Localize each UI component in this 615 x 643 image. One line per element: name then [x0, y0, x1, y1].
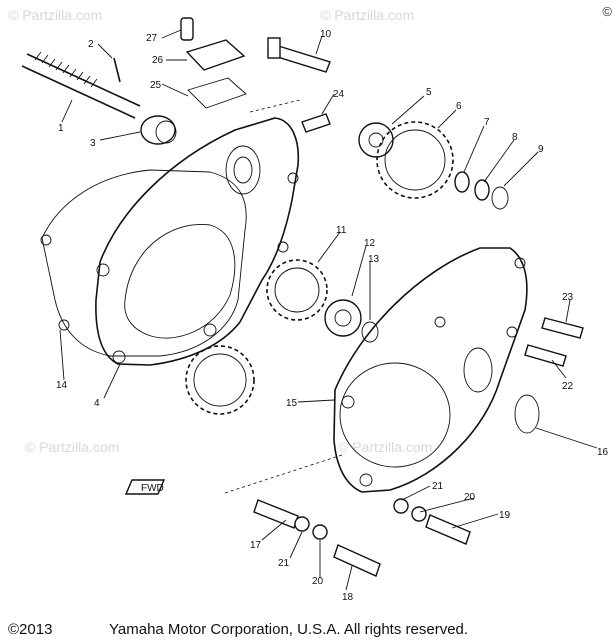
watermark-middle-right: © Partzilla.com [338, 439, 432, 455]
callout-25: 25 [150, 80, 162, 91]
callout-4: 4 [94, 398, 100, 409]
collar-face [155, 120, 177, 144]
callout-18: 18 [342, 592, 354, 603]
bolt-10-head [267, 37, 281, 59]
callout-26: 26 [152, 55, 164, 66]
bolt-22 [524, 344, 567, 367]
callout-17: 17 [250, 540, 262, 551]
corner-copyright-mark: © [602, 4, 612, 19]
callout-1: 1 [58, 123, 64, 134]
housing-boss-inner [233, 156, 253, 184]
callout-numbers: 1 2 3 4 5 6 7 8 9 10 11 12 13 14 15 16 1… [56, 29, 609, 603]
gear-lower-hub [193, 353, 247, 407]
cover-bolt-hole [434, 316, 446, 328]
worm-shaft [21, 53, 141, 119]
side-cover-boss [463, 347, 493, 393]
housing-bolt-hole [96, 263, 110, 277]
cover-bolt-hole [359, 473, 373, 487]
callout-15: 15 [286, 398, 298, 409]
callout-12: 12 [364, 238, 376, 249]
cover-bolt-hole [514, 257, 526, 269]
callout-20-right: 20 [464, 492, 476, 503]
callout-24: 24 [333, 89, 345, 100]
cover-gasket [187, 77, 247, 109]
bolt-18 [333, 544, 381, 577]
callout-10: 10 [320, 29, 332, 40]
watermark-top-right: © Partzilla.com [320, 7, 414, 23]
parts-diagram: © Partzilla.com © Partzilla.com © Partzi… [8, 7, 609, 603]
callout-22: 22 [562, 381, 574, 392]
bearing-5 [358, 122, 394, 158]
bolt-19 [425, 514, 471, 545]
gear-lower [185, 345, 255, 415]
worm-thread [34, 51, 98, 88]
callout-8: 8 [512, 132, 518, 143]
washer-21-right [393, 498, 409, 514]
callout-5: 5 [426, 87, 432, 98]
assembly-line [224, 453, 346, 494]
callout-2: 2 [88, 39, 94, 50]
housing-bolt-hole [203, 323, 217, 337]
cover-bolt-hole [341, 395, 355, 409]
washer-21-lower [294, 516, 310, 532]
leader-lines [59, 29, 598, 591]
gear-11-hub [274, 267, 320, 313]
washer-7 [454, 171, 470, 193]
watermark-top-left: © Partzilla.com [8, 7, 102, 23]
fwd-label: FWD [141, 483, 164, 494]
cover-screw [180, 17, 194, 41]
washer-20-lower [312, 524, 328, 540]
collar [140, 115, 176, 145]
washer-8 [474, 179, 490, 201]
dowel-17 [253, 499, 299, 529]
callout-27: 27 [146, 33, 158, 44]
housing-bolt-hole [287, 172, 299, 184]
washer-20-right [411, 506, 427, 522]
fwd-arrow-icon [124, 479, 166, 495]
bolt-24 [301, 113, 331, 133]
callout-7: 7 [484, 117, 490, 128]
bearing-12-bore [334, 309, 352, 327]
main-housing [95, 117, 300, 366]
cover-plate [185, 39, 246, 71]
gasket-outline [41, 169, 247, 357]
cover-bolt-hole [506, 326, 518, 338]
o-ring-16 [514, 394, 540, 434]
callout-14: 14 [56, 380, 68, 391]
housing-bolt-hole [277, 241, 289, 253]
pin [113, 57, 121, 83]
callout-6: 6 [456, 101, 462, 112]
callout-16: 16 [597, 447, 609, 458]
bearing-12 [324, 299, 362, 337]
copyright-text: Yamaha Motor Corporation, U.S.A. All rig… [109, 621, 469, 638]
gear-6 [376, 121, 454, 199]
copyright-footer: ©2013 Yamaha Motor Corporation, U.S.A. A… [0, 616, 615, 643]
callout-11: 11 [336, 225, 347, 236]
callout-20-lower: 20 [312, 576, 324, 587]
watermark-middle-left: © Partzilla.com [25, 439, 119, 455]
clip-13 [361, 321, 379, 343]
side-cover [333, 247, 528, 493]
callout-3: 3 [90, 138, 96, 149]
gasket-hole [40, 234, 52, 246]
gear-6-hub [384, 129, 446, 191]
housing-boss [225, 145, 261, 195]
callout-13: 13 [368, 254, 380, 265]
clip-9 [491, 186, 509, 210]
housing-bore [124, 224, 236, 339]
assembly-line [249, 99, 301, 113]
housing-bolt-hole [112, 350, 126, 364]
side-cover-opening [339, 362, 451, 468]
copyright-year: ©2013 [8, 621, 53, 638]
callout-23: 23 [562, 292, 574, 303]
gasket-hole [58, 319, 70, 331]
callout-19: 19 [499, 510, 511, 521]
callout-9: 9 [538, 144, 544, 155]
callout-21-lower: 21 [278, 558, 290, 569]
gear-11 [266, 259, 328, 321]
callout-21-right: 21 [432, 481, 444, 492]
bolt-23 [541, 317, 584, 339]
